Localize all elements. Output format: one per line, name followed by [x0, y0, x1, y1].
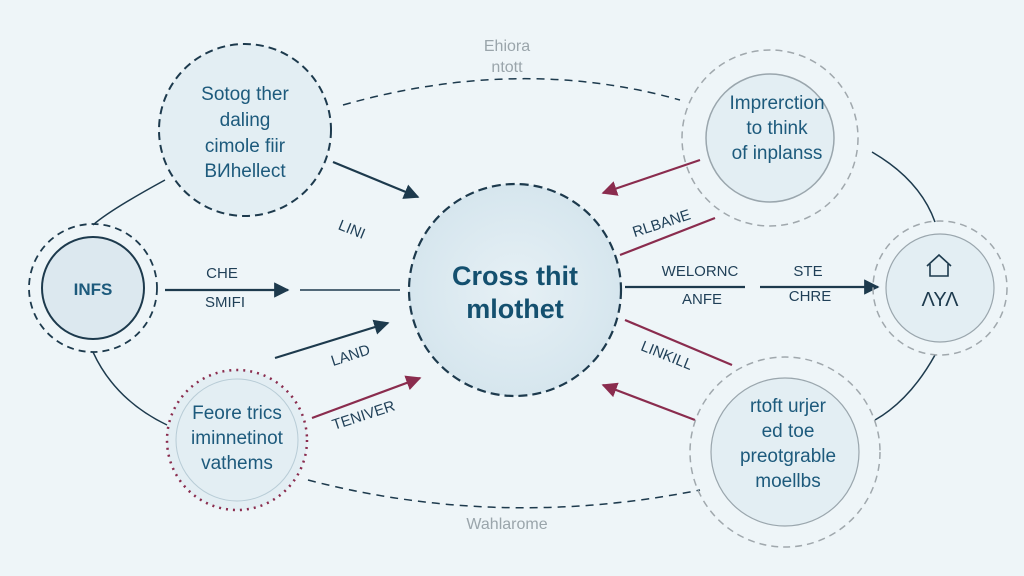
- node-text: Sotog ther: [201, 84, 289, 105]
- house-icon: [926, 253, 952, 277]
- node-right[interactable]: ΛΥΛ: [872, 220, 1008, 356]
- node-top-left[interactable]: Sotog ther daling cimole fiir BИhellect: [158, 43, 332, 217]
- edge-label-anfe: ANFE: [682, 291, 722, 308]
- edge-label-land: LAND: [329, 341, 372, 370]
- node-text: vathems: [201, 453, 273, 474]
- edge-rlbane: [619, 216, 716, 257]
- node-text: moellbs: [755, 471, 820, 492]
- edge-label-linkill: LINKILL: [638, 338, 695, 374]
- outer-loop: [92, 77, 936, 509]
- top-label-line-1: Ehiora: [484, 38, 530, 55]
- node-text: Feore trics: [192, 403, 282, 424]
- edge-top-left-to-center: [332, 160, 420, 199]
- node-text: preotgrable: [740, 446, 836, 467]
- node-bottom-right[interactable]: rtoft urjer ed toe preotgrable moellbs: [689, 356, 881, 548]
- edge-label-rlbane: RLBANE: [630, 206, 692, 241]
- edge-label-chre: CHRE: [789, 288, 832, 305]
- node-text: iminnetinot: [191, 428, 284, 449]
- edge-label-welornc: WELORNC: [662, 263, 739, 280]
- node-text: to think: [746, 118, 808, 139]
- node-text: INFS: [74, 280, 113, 299]
- edge-bottom-left-to-center: [311, 375, 422, 420]
- node-text: cimole fiir: [205, 136, 286, 157]
- edge-label-che: CHE: [206, 265, 238, 282]
- node-top-right[interactable]: Imprerction to think of inplanss: [681, 49, 859, 227]
- edge-bottom-right-to-center: [601, 382, 696, 422]
- edge-top-right-to-center: [601, 158, 701, 196]
- node-text: BИhellect: [204, 161, 286, 182]
- center-title-line-1: Cross thit: [452, 261, 578, 291]
- node-text: Imprerction: [729, 93, 824, 114]
- node-text: daling: [220, 110, 271, 131]
- edge-label-smifi: SMIFI: [205, 294, 245, 311]
- edge-linkill: [624, 318, 733, 367]
- node-bottom-left[interactable]: Feore trics iminnetinot vathems: [165, 368, 309, 512]
- edges: [165, 158, 880, 422]
- bottom-label: Wahlarome: [466, 516, 547, 533]
- node-text: rtoft urjer: [750, 396, 827, 417]
- node-left[interactable]: INFS: [28, 223, 158, 353]
- edge-label-teniver: TENIVER: [330, 398, 397, 434]
- top-label-line-2: ntott: [491, 59, 523, 76]
- center-node[interactable]: Cross thit mlothet: [407, 182, 623, 398]
- node-text: of inplanss: [732, 143, 823, 164]
- edge-land: [274, 319, 390, 360]
- center-title-line-2: mlothet: [466, 294, 564, 324]
- edge-label-lini: LINI: [336, 217, 368, 243]
- node-text: ΛΥΛ: [921, 289, 959, 311]
- edge-label-ste: STE: [793, 263, 822, 280]
- node-text: ed toe: [762, 421, 815, 442]
